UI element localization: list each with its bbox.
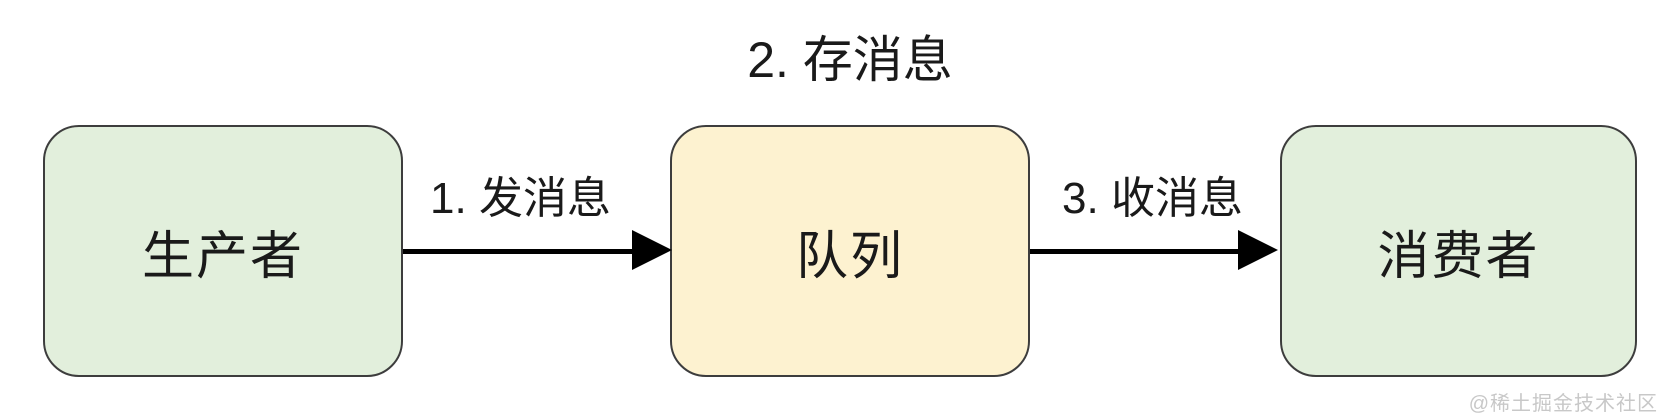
edge-label-send-message: 1. 发消息 (430, 174, 611, 223)
arrow-send-head-icon (632, 230, 672, 270)
node-queue-label: 队列 (795, 227, 904, 286)
node-producer: 生产者 (43, 125, 403, 377)
node-consumer: 消费者 (1280, 125, 1637, 377)
arrow-receive-head-icon (1238, 230, 1278, 270)
node-queue: 队列 (670, 125, 1030, 377)
node-producer-label: 生产者 (141, 227, 304, 286)
node-consumer-label: 消费者 (1377, 227, 1540, 286)
watermark: @稀土掘金技术社区 (1468, 393, 1658, 415)
step-label-store-message: 2. 存消息 (747, 32, 953, 88)
arrow-send-line (403, 249, 638, 254)
arrow-receive-line (1030, 249, 1242, 254)
edge-label-receive-message: 3. 收消息 (1062, 174, 1243, 223)
